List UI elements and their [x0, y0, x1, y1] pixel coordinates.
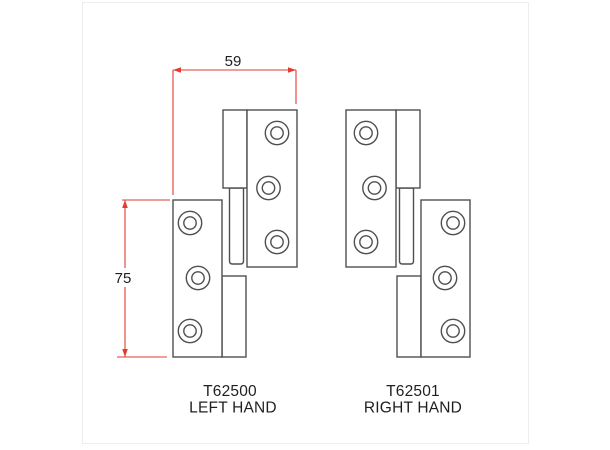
product-hand-right: RIGHT HAND: [364, 400, 462, 417]
screw-hole-inner: [367, 181, 382, 195]
right-hinge-top-leaf-holes: [353, 120, 387, 255]
screw-hole-inner: [438, 271, 452, 285]
screw-hole-inner: [191, 271, 205, 285]
product-code-right: T62501: [386, 383, 440, 400]
product-hand-left: LEFT HAND: [189, 400, 277, 417]
screw-hole-inner: [183, 324, 197, 338]
height-dimension-label-mask: [110, 268, 136, 287]
right-hinge-drawing: [345, 109, 471, 358]
screw-hole-inner: [183, 216, 197, 230]
width-dimension-arrow-left: [173, 67, 181, 73]
screw-hole-inner: [446, 216, 460, 230]
screw-hole-inner: [270, 126, 284, 140]
height-dimension-label: 75: [115, 270, 132, 287]
width-dimension: [172, 69, 297, 195]
left-hinge-pin: [228, 187, 245, 265]
product-labels: T62500 LEFT HAND T62501 RIGHT HAND: [189, 383, 462, 417]
left-hinge-bottom-leaf-holes: [177, 210, 211, 344]
right-hinge-bottom-leaf-holes: [432, 210, 466, 344]
left-hinge-drawing: [172, 109, 298, 358]
right-hinge-bottom-knuckle: [396, 275, 422, 358]
screw-hole-inner: [261, 181, 276, 195]
height-dimension-arrow-top: [122, 200, 128, 208]
screw-hole-inner: [446, 324, 460, 338]
right-hinge-pin: [398, 187, 415, 265]
left-hinge-bottom-knuckle: [221, 275, 247, 358]
screw-hole-inner: [270, 235, 284, 249]
left-hinge-top-leaf-holes: [256, 120, 290, 255]
screw-hole-inner: [359, 126, 373, 140]
height-dimension-arrow-bottom: [122, 349, 128, 357]
width-dimension-arrow-right: [288, 67, 296, 73]
right-hinge-top-knuckle: [395, 109, 421, 189]
width-dimension-label: 59: [225, 53, 242, 70]
product-code-left: T62500: [203, 383, 257, 400]
screw-hole-inner: [359, 235, 373, 249]
left-hinge-top-knuckle: [222, 109, 248, 189]
